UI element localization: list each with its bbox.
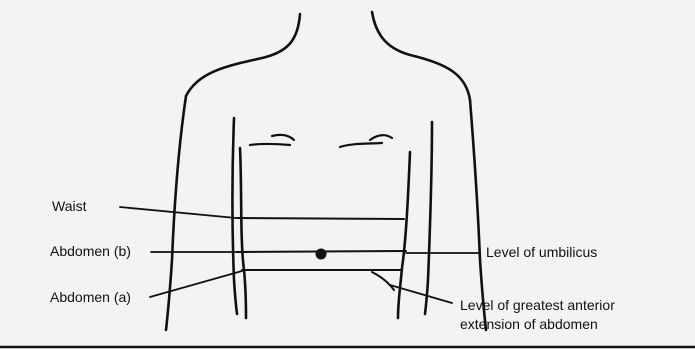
abdomen-a-label: Abdomen (a) bbox=[50, 289, 131, 306]
left-nipple bbox=[272, 135, 294, 140]
waist-label: Waist bbox=[52, 198, 86, 215]
umbilicus-dot bbox=[316, 249, 327, 260]
right-nipple bbox=[370, 135, 392, 140]
left-torso-side bbox=[240, 148, 246, 318]
right-outer-arm bbox=[470, 100, 486, 330]
abdomen-b-label: Abdomen (b) bbox=[50, 243, 131, 260]
belly-contour bbox=[372, 272, 394, 290]
right-torso-side bbox=[398, 152, 410, 318]
umbilicus-label: Level of umbilicus bbox=[486, 244, 597, 261]
anterior-extension-label-line2: extension of abdomen bbox=[460, 316, 598, 333]
left-pectoral-line bbox=[250, 144, 290, 145]
abdomen-a-leader-line bbox=[150, 271, 242, 297]
right-neck-shoulder-outline bbox=[372, 12, 470, 100]
waist-line bbox=[237, 218, 404, 219]
anterior-extension-label-line1: Level of greatest anterior bbox=[460, 297, 615, 314]
right-inner-arm bbox=[425, 122, 432, 314]
right-pectoral-line bbox=[340, 143, 382, 147]
left-inner-arm bbox=[233, 118, 238, 314]
left-neck-shoulder-outline bbox=[186, 14, 300, 96]
waist-leader-line bbox=[120, 207, 236, 218]
